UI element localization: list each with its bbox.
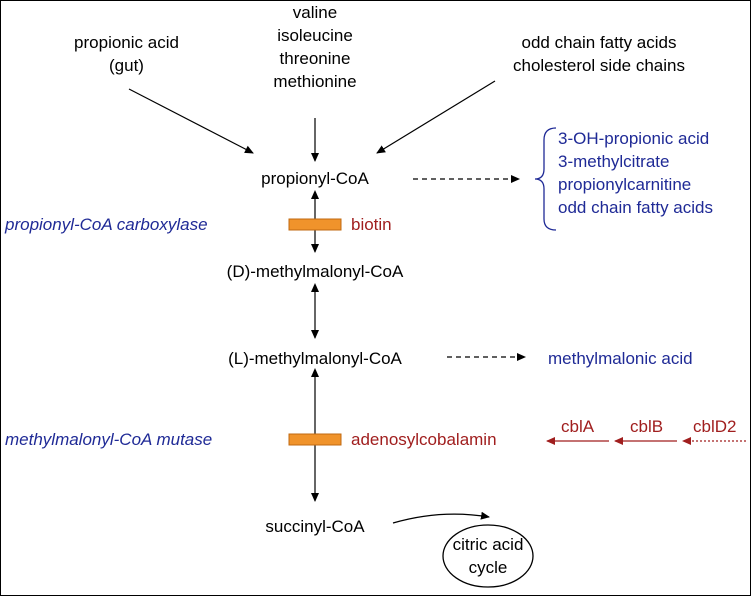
metabolite-l-methylmalonyl-coa: (L)-methylmalonyl-CoA: [228, 349, 402, 368]
cofactor-adenosylcobalamin: adenosylcobalamin: [351, 430, 497, 449]
tca-label-line: citric acid: [452, 535, 524, 554]
byproduct-methylmalonic-acid: methylmalonic acid: [548, 349, 693, 368]
metabolite-succinyl-coa: succinyl-CoA: [265, 517, 365, 536]
source-label: methionine: [273, 72, 357, 91]
carboxylase-block: [288, 218, 342, 231]
source-propionic-acid: propionic acid (gut): [49, 31, 204, 77]
enzyme-propionyl-coa-carboxylase: propionyl-CoA carboxylase: [5, 215, 208, 234]
source-label: cholesterol side chains: [513, 56, 685, 75]
byproduct-item: 3-methylcitrate: [558, 152, 670, 171]
gene-cbld2: cblD2: [693, 417, 737, 436]
mutase-block: [288, 433, 342, 446]
enzyme-methylmalonyl-coa-mutase: methylmalonyl-CoA mutase: [5, 430, 213, 449]
source-label: (gut): [109, 56, 144, 75]
source-amino-acids: valine isoleucine threonine methionine: [245, 1, 385, 93]
byproduct-item: odd chain fatty acids: [558, 198, 713, 217]
gene-cbla: cblA: [561, 417, 595, 436]
source-fatty-acids: odd chain fatty acids cholesterol side c…: [479, 31, 719, 77]
byproducts-brace: [534, 127, 557, 231]
propionyl-byproducts-list: 3-OH-propionic acid 3-methylcitrate prop…: [558, 127, 713, 219]
source-label: threonine: [279, 49, 351, 68]
metabolite-d-methylmalonyl-coa: (D)-methylmalonyl-CoA: [226, 262, 404, 281]
arrow-propionic-acid: [128, 88, 254, 154]
arrow-fatty-acids: [376, 80, 496, 154]
source-label: isoleucine: [277, 26, 353, 45]
gene-cblb: cblB: [630, 417, 664, 436]
tca-label-line: cycle: [468, 558, 508, 577]
byproduct-item: 3-OH-propionic acid: [558, 129, 710, 148]
cofactor-biotin: biotin: [351, 215, 392, 234]
source-label: valine: [292, 3, 338, 22]
arrow-succinyl-to-tca: [392, 511, 490, 524]
metabolite-propionyl-coa: propionyl-CoA: [261, 169, 369, 188]
source-label: propionic acid: [74, 33, 179, 52]
citric-acid-cycle-label: citric acid cycle: [443, 533, 533, 579]
citric-acid-cycle-ellipse: [442, 524, 534, 588]
source-label: odd chain fatty acids: [521, 33, 677, 52]
byproduct-item: propionylcarnitine: [558, 175, 692, 194]
